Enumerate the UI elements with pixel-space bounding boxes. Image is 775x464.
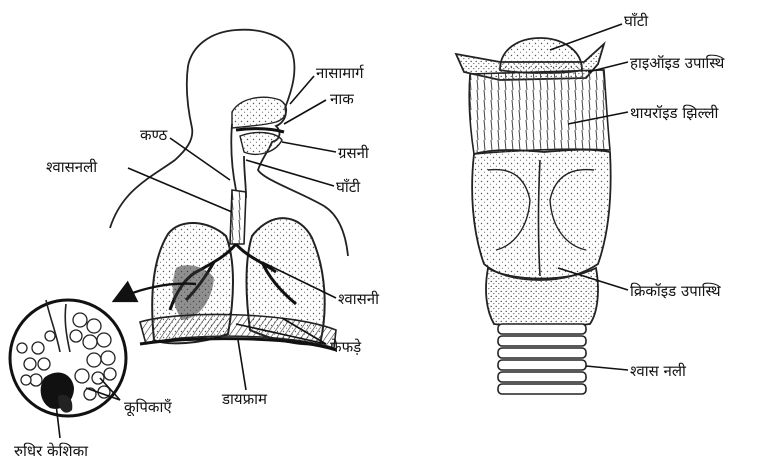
trachea-tube (230, 190, 246, 244)
label-thyroid-membrane: थायरॉइड झिल्ली (630, 104, 720, 122)
left-respiratory-diagram: नासामार्ग नाक कण्ठ ग्रसनी घाँटी श्वासनली… (10, 30, 380, 460)
label-trachea: श्वासनली (46, 158, 98, 176)
label-bronchus: श्वासनी (338, 290, 380, 308)
label-epiglottis-right: घाँटी (624, 12, 649, 30)
thyroid-membrane-shape (469, 70, 610, 154)
mouth-cavity (240, 133, 282, 155)
label-alveoli: कूपिकाएँ (124, 398, 172, 417)
label-cricoid-cartilage: क्रिकॉइड उपास्थि (630, 282, 721, 300)
label-pharynx: ग्रसनी (338, 144, 370, 162)
palate (236, 129, 284, 132)
label-capillary: रुधिर केशिका (14, 442, 89, 460)
label-diaphragm: डायफ्राम (221, 390, 268, 408)
label-epiglottis-left: घाँटी (336, 178, 361, 196)
label-throat: कण्ठ (140, 126, 167, 144)
tracheal-rings (498, 324, 586, 394)
nasal-cavity (232, 97, 286, 128)
label-nasal-passage: नासामार्ग (316, 64, 365, 82)
label-windpipe: श्वास नली (630, 362, 687, 380)
label-lungs: फेफड़े (330, 338, 362, 356)
label-hyoid-cartilage: हाइऑइड उपास्थि (630, 54, 725, 72)
label-nose: नाक (330, 90, 354, 108)
right-larynx-diagram: घाँटी हाइऑइड उपास्थि थायरॉइड झिल्ली क्रि… (456, 12, 725, 394)
